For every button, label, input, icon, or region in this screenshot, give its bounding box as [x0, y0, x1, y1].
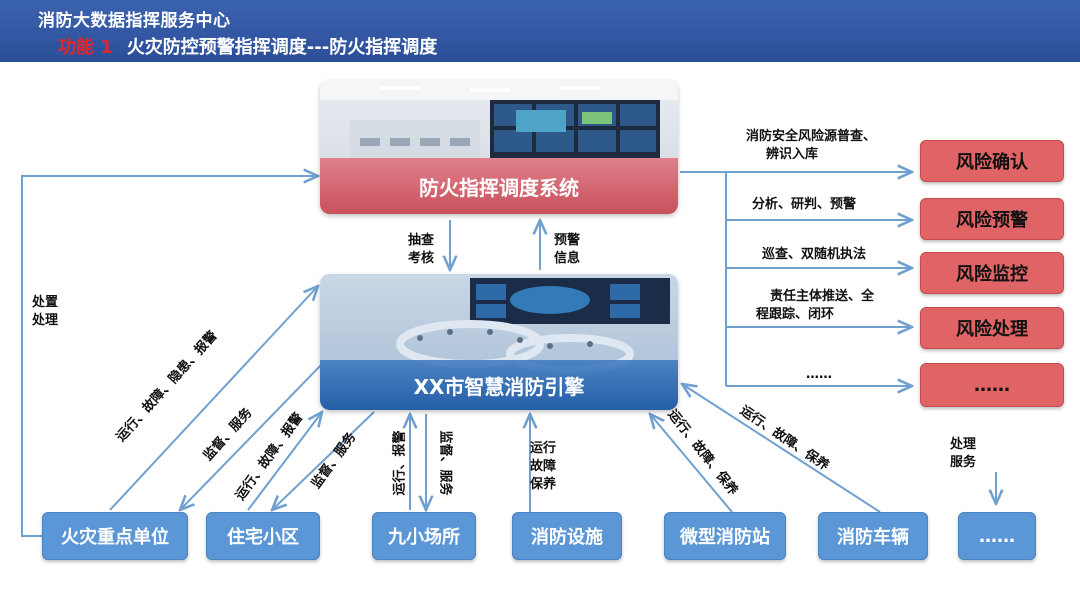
engine-label: XX市智慧消防引擎 — [320, 360, 678, 410]
fire-key-unit-box: 火灾重点单位 — [42, 512, 188, 560]
header-bar: 消防大数据指挥服务中心 功能 1 火灾防控预警指挥调度---防火指挥调度 — [0, 0, 1080, 62]
dispose-label-2: 处理 — [32, 313, 59, 328]
function-title: 火灾防控预警指挥调度---防火指挥调度 — [126, 37, 438, 58]
risk-label-2: 分析、研判、预警 — [752, 197, 857, 212]
dispose-loop-arrow — [21, 176, 318, 537]
risk-label-4a: 责任主体推送、全 — [770, 289, 875, 304]
risk-label-1a: 消防安全风险源普查、 — [746, 129, 877, 144]
facility-label-1: 运行 — [530, 441, 557, 456]
more-box: …… — [958, 512, 1036, 560]
residential-box: 住宅小区 — [206, 512, 320, 560]
warn-label-1: 预警 — [554, 233, 581, 248]
page-title: 消防大数据指挥服务中心 — [38, 11, 231, 31]
handle-label-2: 服务 — [950, 455, 977, 470]
risk-label-1b: 辨识入库 — [766, 147, 819, 162]
risk-warning-box: 风险预警 — [920, 198, 1064, 240]
supervise-label-3: 监督、服务 — [437, 430, 453, 496]
vehicle-to-engine-arrow — [682, 384, 881, 513]
check-label-1: 抽查 — [408, 233, 435, 248]
check-label-2: 考核 — [408, 251, 435, 266]
function-tag: 功能 1 — [58, 37, 113, 58]
engine-to-res-arrow-2 — [272, 411, 375, 510]
command-system-label: 防火指挥调度系统 — [320, 158, 678, 214]
risk-label-5: …… — [806, 367, 832, 382]
engine-panel: XX市智慧消防引擎 — [320, 274, 678, 410]
risk-label-4b: 程跟踪、闭环 — [756, 307, 835, 322]
fire-vehicle-box: 消防车辆 — [818, 512, 928, 560]
res-to-engine-arrow — [247, 412, 322, 511]
warn-label-2: 信息 — [554, 251, 581, 266]
risk-more-box: …… — [920, 363, 1064, 407]
small-report-label: 运行、报警 — [392, 430, 408, 496]
small-venue-box: 九小场所 — [372, 512, 476, 560]
risk-confirm-box: 风险确认 — [920, 140, 1064, 182]
risk-label-3: 巡查、双随机执法 — [762, 247, 867, 262]
page-subtitle: 功能 1 火灾防控预警指挥调度---防火指挥调度 — [58, 33, 437, 59]
dispose-label-1: 处置 — [32, 295, 59, 310]
station-to-engine-arrow — [650, 414, 733, 513]
facility-label-3: 保养 — [530, 477, 557, 492]
risk-handle-box: 风险处理 — [920, 307, 1064, 349]
risk-monitor-box: 风险监控 — [920, 252, 1064, 294]
fire-facility-box: 消防设施 — [512, 512, 622, 560]
unit-to-engine-arrow — [109, 286, 318, 511]
handle-label-1: 处理 — [950, 437, 977, 452]
micro-station-box: 微型消防站 — [664, 512, 786, 560]
engine-to-res-arrow — [180, 363, 323, 510]
command-system-panel: 防火指挥调度系统 — [320, 80, 678, 214]
facility-label-2: 故障 — [530, 459, 557, 474]
